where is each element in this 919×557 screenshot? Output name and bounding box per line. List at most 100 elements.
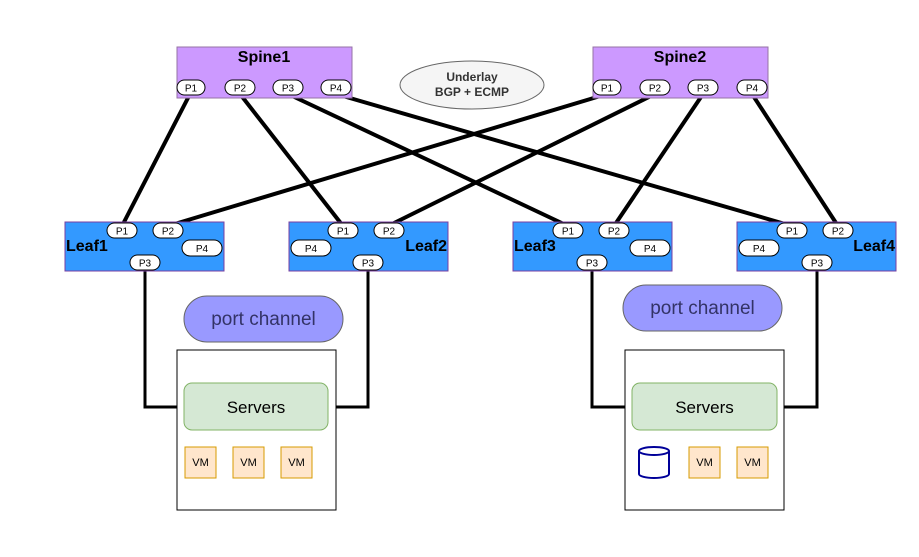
vm-2-1: VM: [688, 446, 721, 479]
svg-text:P2: P2: [383, 227, 396, 238]
leaf3-port-p4: P4: [629, 239, 671, 257]
leaf2-switch: Leaf2 P1 P2 P4 P3: [288, 221, 449, 272]
port-channel-2-label: port channel: [650, 298, 755, 319]
svg-text:P1: P1: [601, 84, 614, 95]
spine2-port-p4: P4: [736, 79, 768, 96]
leaf3-switch: Leaf3 P1 P2 P4 P3: [512, 221, 673, 272]
spine1-port-p1: P1: [176, 79, 206, 96]
svg-text:P1: P1: [116, 227, 129, 238]
leaf3-label: Leaf3: [514, 238, 556, 255]
leaf4-port-p2: P2: [822, 222, 854, 239]
svg-text:P3: P3: [362, 259, 375, 270]
database-icon: [638, 446, 670, 479]
underlay-line1: Underlay: [446, 70, 498, 84]
port-channel-1: port channel: [183, 295, 344, 343]
vm-1-1: VM: [184, 446, 217, 479]
link-spine1p1-leaf1p1: [120, 93, 192, 227]
svg-text:P2: P2: [234, 84, 247, 95]
vm-2-2: VM: [736, 446, 769, 479]
svg-text:P4: P4: [753, 244, 766, 255]
underlay-label: Underlay BGP + ECMP: [399, 60, 545, 110]
spine2-label: Spine2: [654, 49, 707, 66]
underlay-ellipse: [399, 60, 545, 110]
link-spine2p4-leaf4p2: [750, 92, 840, 228]
svg-text:P1: P1: [337, 227, 350, 238]
svg-text:P2: P2: [162, 227, 175, 238]
svg-text:P3: P3: [697, 84, 710, 95]
uplinks: [120, 92, 840, 228]
server-group-1: Servers VM VM VM: [176, 349, 337, 511]
server-links: [143, 268, 819, 409]
servers-2-box: [631, 382, 778, 431]
leaf4-switch: Leaf4 P1 P2 P4 P3: [736, 221, 897, 272]
spine2-switch: Spine2 P1 P2 P3 P4: [592, 46, 769, 99]
server-group-2: Servers VM VM: [624, 349, 785, 511]
link-spine1p2-leaf2p1: [238, 92, 345, 228]
link-spine1p4-leaf4p1: [335, 92, 793, 228]
svg-text:P3: P3: [282, 84, 295, 95]
svg-text:P2: P2: [832, 227, 845, 238]
leaf1-port-p4: P4: [181, 239, 223, 257]
underlay-line2: BGP + ECMP: [435, 85, 509, 99]
leaf2-port-p2: P2: [373, 222, 405, 239]
leaf2-port-p3: P3: [352, 254, 384, 271]
leaf1-port-p1: P1: [106, 222, 138, 239]
svg-text:VM: VM: [696, 457, 713, 469]
leaf1-port-p2: P2: [152, 222, 184, 239]
vm-1-2: VM: [232, 446, 265, 479]
spine1-label: Spine1: [238, 49, 291, 66]
port-channel-1-label: port channel: [211, 309, 316, 330]
svg-text:P1: P1: [786, 227, 799, 238]
leaf3-port-p1: P1: [552, 222, 584, 239]
svg-text:P2: P2: [649, 84, 662, 95]
svg-text:P4: P4: [330, 84, 343, 95]
spine1-port-p3: P3: [272, 79, 304, 96]
spine2-port-p2: P2: [639, 79, 671, 96]
leaf4-port-p3: P3: [801, 254, 833, 271]
svg-text:P3: P3: [586, 259, 599, 270]
spine1-switch: Spine1 P1 P2 P3 P4: [176, 46, 353, 99]
leaf2-port-p4: P4: [290, 239, 332, 257]
link-leaf4p3-servers2: [777, 268, 819, 409]
servers-1-label: Servers: [227, 398, 286, 417]
link-leaf3p3-servers2: [590, 268, 632, 409]
svg-text:VM: VM: [744, 457, 761, 469]
svg-text:P4: P4: [305, 244, 318, 255]
leaf1-switch: Leaf1 P1 P2 P4 P3: [64, 221, 225, 272]
link-leaf1p3-servers1: [143, 268, 184, 409]
link-leaf2p3-servers1: [328, 268, 370, 409]
svg-text:P4: P4: [196, 244, 209, 255]
svg-text:P2: P2: [608, 227, 621, 238]
leaf3-port-p2: P2: [598, 222, 630, 239]
svg-text:VM: VM: [288, 457, 305, 469]
spine1-port-p2: P2: [224, 79, 256, 96]
vm-1-3: VM: [280, 446, 313, 479]
svg-text:P1: P1: [562, 227, 575, 238]
svg-text:P3: P3: [139, 259, 152, 270]
svg-text:P4: P4: [746, 84, 759, 95]
servers-1-box: [183, 382, 329, 431]
leaf2-label: Leaf2: [405, 238, 447, 255]
port-channel-2-pill: [622, 284, 783, 332]
spine2-port-p3: P3: [687, 79, 719, 96]
svg-text:P3: P3: [811, 259, 824, 270]
leaf2-port-p1: P1: [327, 222, 359, 239]
leaf4-port-p4: P4: [738, 239, 780, 257]
leaf1-port-p3: P3: [129, 254, 161, 271]
leaf4-label: Leaf4: [853, 238, 895, 255]
svg-text:VM: VM: [192, 457, 209, 469]
link-spine1p3-leaf3p1: [287, 92, 569, 228]
port-channel-2: port channel: [622, 284, 783, 332]
leaf1-label: Leaf1: [66, 238, 108, 255]
port-channel-1-pill: [183, 295, 344, 343]
link-spine2p2-leaf2p2: [387, 92, 656, 228]
svg-text:P4: P4: [644, 244, 657, 255]
svg-text:P1: P1: [185, 84, 198, 95]
servers-2-label: Servers: [675, 398, 734, 417]
leaf3-port-p3: P3: [576, 254, 608, 271]
link-spine2p1-leaf1p2: [167, 92, 608, 228]
svg-text:VM: VM: [240, 457, 257, 469]
link-spine2p3-leaf3p2: [612, 92, 705, 228]
spine2-port-p1: P1: [592, 79, 622, 96]
